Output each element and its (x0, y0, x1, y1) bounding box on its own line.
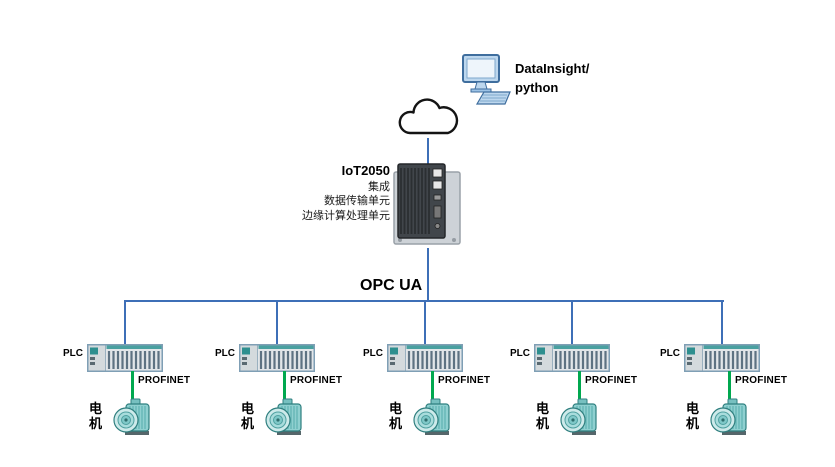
branch: PLC PROFINET (510, 300, 640, 450)
motor-icon (560, 398, 597, 435)
iot2050-device-icon (393, 163, 461, 245)
cloud-gateway-link-line (427, 138, 429, 164)
motor-label: 电机 (241, 401, 255, 431)
gateway-subtitle-1: 集成 (368, 181, 390, 193)
gateway-bus-line (427, 248, 429, 302)
profinet-label: PROFINET (290, 375, 343, 386)
motor-label: 电机 (89, 401, 103, 431)
drop-line (571, 300, 573, 344)
motor-icon (113, 398, 150, 435)
computer-label-line1: DataInsight/ (515, 61, 590, 76)
plc-icon (684, 344, 760, 372)
profinet-label: PROFINET (438, 375, 491, 386)
branch: PLC PROFINET (363, 300, 493, 450)
gateway-subtitle-3: 边缘计算处理单元 (302, 209, 390, 222)
plc-label: PLC (63, 348, 83, 359)
plc-icon (387, 344, 463, 372)
profinet-line (131, 371, 134, 399)
computer-label: DataInsight/ python (515, 60, 589, 98)
branch: PLC PROFINET (660, 300, 790, 450)
branch: PLC PROFINET (63, 300, 193, 450)
gateway-title: IoT2050 (341, 163, 390, 178)
motor-label: 电机 (536, 401, 550, 431)
profinet-line (431, 371, 434, 399)
plc-icon (87, 344, 163, 372)
profinet-label: PROFINET (138, 375, 191, 386)
plc-icon (239, 344, 315, 372)
motor-icon (265, 398, 302, 435)
profinet-line (283, 371, 286, 399)
drop-line (124, 300, 126, 344)
plc-label: PLC (363, 348, 383, 359)
branch: PLC PROFINET (215, 300, 345, 450)
profinet-line (578, 371, 581, 399)
gateway-label-block: IoT2050 集成 数据传输单元 边缘计算处理单元 (300, 163, 390, 223)
cloud-icon (398, 98, 459, 135)
drop-line (721, 300, 723, 344)
motor-icon (413, 398, 450, 435)
gateway-subtitle-2: 数据传输单元 (324, 195, 390, 208)
plc-icon (534, 344, 610, 372)
computer-label-line2: python (515, 79, 559, 95)
profinet-label: PROFINET (735, 375, 788, 386)
plc-label: PLC (510, 348, 530, 359)
motor-label: 电机 (686, 401, 700, 431)
drop-line (424, 300, 426, 344)
drop-line (276, 300, 278, 344)
profinet-line (728, 371, 731, 399)
profinet-label: PROFINET (585, 375, 638, 386)
computer-icon (462, 54, 511, 105)
plc-label: PLC (215, 348, 235, 359)
motor-icon (710, 398, 747, 435)
motor-label: 电机 (389, 401, 403, 431)
opcua-label: OPC UA (360, 277, 423, 294)
plc-label: PLC (660, 348, 680, 359)
